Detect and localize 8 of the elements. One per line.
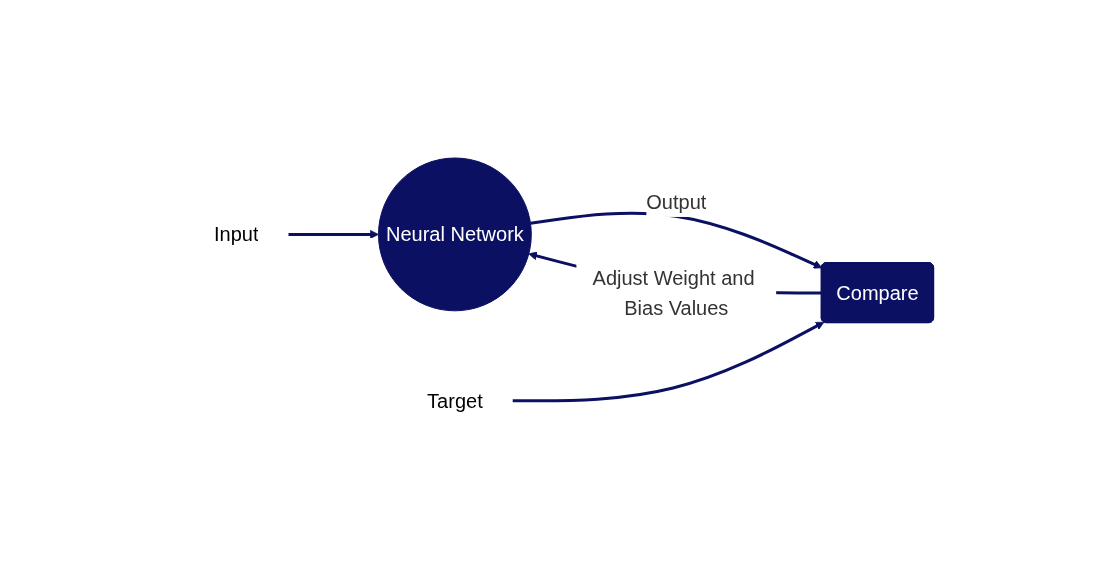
edge-label: Output: [645, 190, 707, 213]
node-text: Input: [213, 222, 259, 245]
node-text: Target: [426, 389, 483, 412]
arrow: [530, 211, 822, 269]
node-circle: Neural Network: [377, 157, 532, 311]
arrow: [288, 229, 379, 239]
edge-label: Adjust Weight and Bias Values: [592, 266, 755, 319]
arrow: [512, 321, 824, 402]
